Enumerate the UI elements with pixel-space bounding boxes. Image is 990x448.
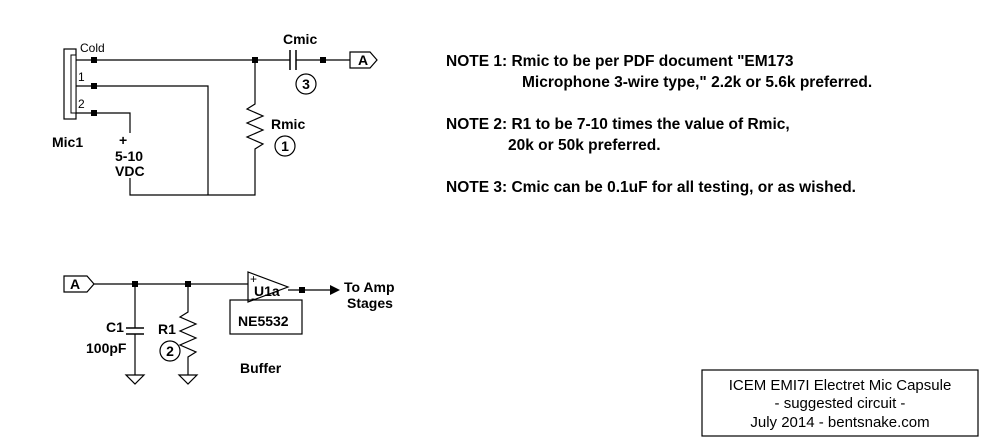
note-2-line2: 20k or 50k preferred. bbox=[508, 137, 661, 154]
output-arrow bbox=[330, 285, 340, 295]
cmic-label: Cmic bbox=[283, 31, 317, 47]
buffer-label: Buffer bbox=[240, 360, 282, 376]
output-label-line2: Stages bbox=[347, 295, 393, 311]
r1-ref-circle bbox=[159, 340, 181, 362]
output-label-line1: To Amp bbox=[344, 279, 395, 295]
rmic-ref: 1 bbox=[281, 138, 289, 154]
note-1-line2: Microphone 3-wire type," 2.2k or 5.6k pr… bbox=[522, 74, 872, 91]
port-a-output-label: A bbox=[358, 52, 368, 68]
cmic-capacitor bbox=[289, 50, 350, 70]
mic-pin-2: 2 bbox=[78, 97, 85, 111]
rmic-label: Rmic bbox=[271, 116, 305, 132]
cmic-ref-circle bbox=[295, 73, 317, 95]
opamp-part: NE5532 bbox=[238, 313, 289, 329]
opamp-label: U1a bbox=[254, 283, 280, 299]
cmic-ref: 3 bbox=[302, 76, 310, 92]
r1-ref: 2 bbox=[166, 343, 174, 359]
mic-pin-1: 1 bbox=[78, 70, 85, 84]
title-line1: ICEM EMI7I Electret Mic Capsule bbox=[729, 377, 952, 394]
wire-pin2 bbox=[94, 112, 131, 133]
c1-value: 100pF bbox=[86, 340, 127, 356]
note-1-line1: NOTE 1: Rmic to be per PDF document "EM1… bbox=[446, 53, 794, 70]
port-a-input-label: A bbox=[70, 276, 80, 292]
r1-label: R1 bbox=[158, 321, 176, 337]
rmic-ref-circle bbox=[274, 135, 296, 157]
c1-label: C1 bbox=[106, 319, 124, 335]
supply-plus: + bbox=[119, 132, 127, 148]
feedback-loop bbox=[229, 299, 303, 335]
wire-pin1 bbox=[94, 85, 209, 195]
title-line2: - suggested circuit - bbox=[775, 395, 906, 412]
title-line3: July 2014 - bentsnake.com bbox=[750, 414, 929, 431]
opamp-plus: + bbox=[250, 272, 257, 286]
rmic-resistor bbox=[245, 60, 265, 157]
junction-output bbox=[299, 287, 305, 293]
r1-resistor bbox=[177, 284, 199, 385]
c1-capacitor bbox=[124, 284, 146, 385]
wire-return bbox=[129, 157, 256, 196]
supply-voltage: 5-10 bbox=[115, 148, 143, 164]
port-a-output bbox=[349, 51, 378, 69]
supply-unit: VDC bbox=[115, 163, 145, 179]
note-3-line1: NOTE 3: Cmic can be 0.1uF for all testin… bbox=[446, 179, 856, 196]
opamp-minus: - bbox=[251, 291, 255, 305]
mic-pin-cold: Cold bbox=[80, 41, 105, 55]
title-block bbox=[701, 369, 979, 437]
mic1-label: Mic1 bbox=[52, 134, 83, 150]
port-a-input bbox=[63, 275, 95, 293]
u1a-opamp bbox=[247, 271, 290, 303]
note-2-line1: NOTE 2: R1 to be 7-10 times the value of… bbox=[446, 116, 790, 133]
